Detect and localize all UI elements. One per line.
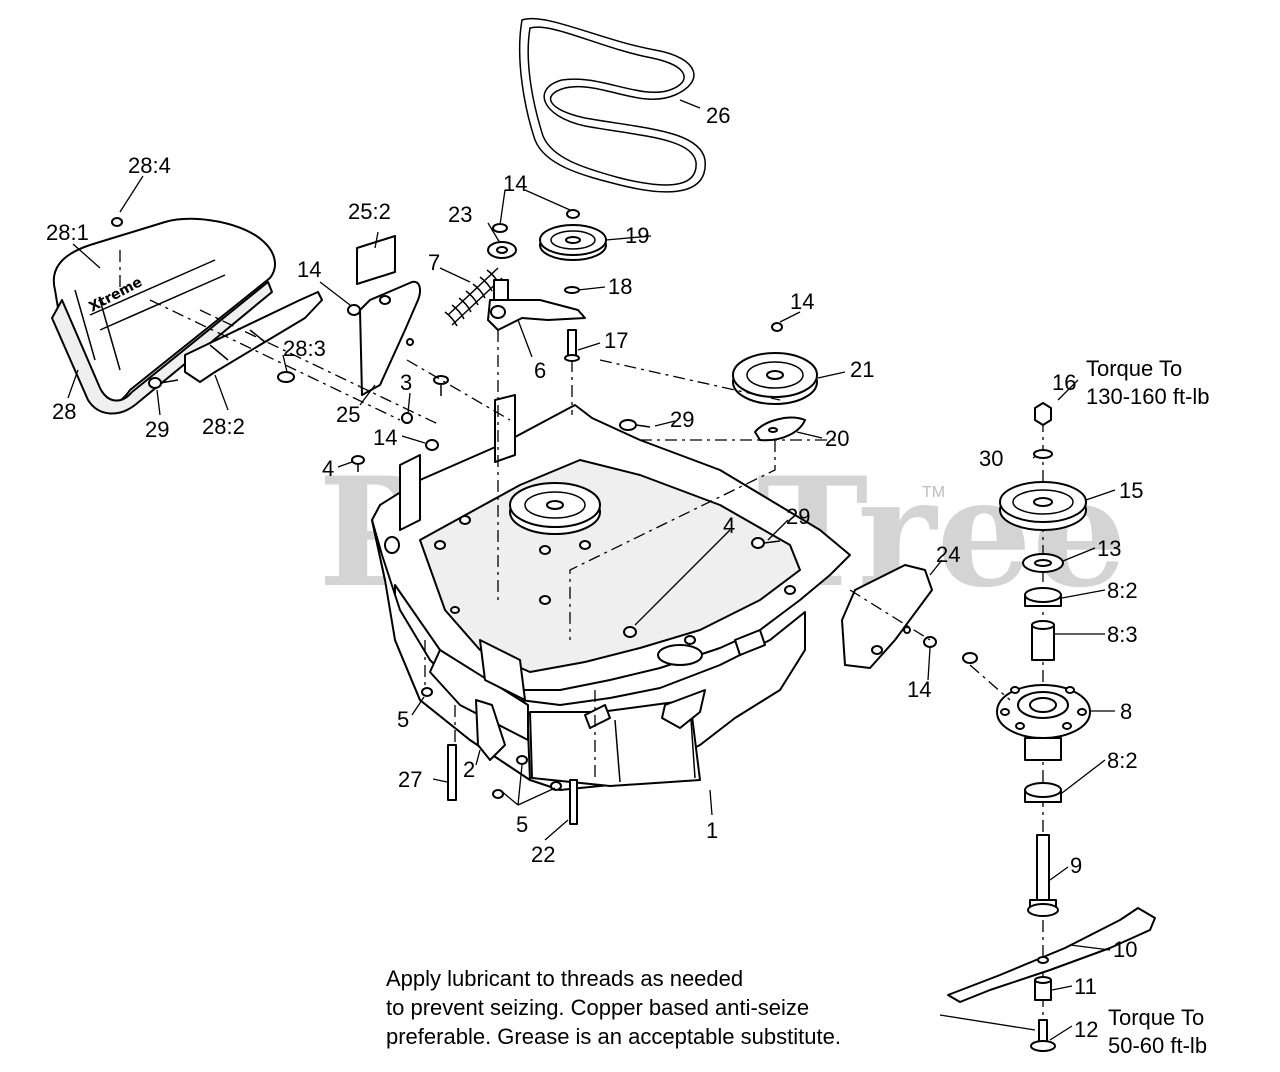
spindle-housing-part bbox=[996, 684, 1091, 761]
spindle-bearing-lower-part bbox=[1024, 782, 1062, 803]
torque-note-top: Torque To 130-160 ft-lb bbox=[1086, 356, 1210, 409]
callout-28: 28 bbox=[52, 399, 76, 424]
callout-28-1: 28:1 bbox=[46, 220, 89, 245]
callout-18: 18 bbox=[608, 274, 632, 299]
callout-9: 9 bbox=[1070, 853, 1082, 878]
baffle-bracket-part bbox=[475, 699, 506, 761]
callout-11: 11 bbox=[1074, 974, 1097, 999]
callout-4-center: 4 bbox=[723, 513, 735, 538]
callout-7: 7 bbox=[428, 250, 440, 275]
spindle-nut-part bbox=[1034, 402, 1052, 426]
svg-text:preferable. Grease is an accep: preferable. Grease is an acceptable subs… bbox=[386, 1024, 841, 1049]
callout-5-left: 5 bbox=[397, 707, 409, 732]
callout-22: 22 bbox=[531, 842, 555, 867]
callout-28-2: 28:2 bbox=[202, 414, 245, 439]
svg-text:50-60 ft-lb: 50-60 ft-lb bbox=[1108, 1033, 1207, 1058]
fasteners-part bbox=[347, 304, 978, 825]
callout-26: 26 bbox=[706, 103, 730, 128]
right-shield-part bbox=[841, 564, 933, 669]
pivot-bolt-part bbox=[564, 329, 580, 362]
decal-part bbox=[356, 235, 396, 285]
callout-13: 13 bbox=[1097, 536, 1121, 561]
watermark-tm: TM bbox=[922, 484, 945, 501]
spindle-bearing-upper-part bbox=[1024, 587, 1062, 607]
callout-8-3: 8:3 bbox=[1107, 622, 1138, 647]
blade-bolt-part bbox=[1030, 1019, 1056, 1052]
callout-14-deck: 14 bbox=[373, 425, 397, 450]
spindle-tube-part bbox=[1031, 620, 1055, 661]
callout-12: 12 bbox=[1074, 1017, 1098, 1042]
belt-part bbox=[518, 17, 706, 193]
callout-19: 19 bbox=[625, 223, 649, 248]
svg-text:130-160 ft-lb: 130-160 ft-lb bbox=[1086, 384, 1210, 409]
callout-23: 23 bbox=[448, 202, 472, 227]
callout-14-left: 14 bbox=[297, 257, 321, 282]
spindle-assembly bbox=[947, 402, 1156, 1052]
svg-text:Torque To: Torque To bbox=[1108, 1005, 1204, 1030]
callout-6: 6 bbox=[534, 358, 546, 383]
callout-1: 1 bbox=[706, 818, 718, 843]
callout-4-left: 4 bbox=[322, 456, 334, 481]
callout-28-3: 28:3 bbox=[283, 336, 326, 361]
leader-lines bbox=[67, 99, 1116, 1041]
callout-10: 10 bbox=[1113, 937, 1137, 962]
callout-8-2-lower: 8:2 bbox=[1107, 748, 1138, 773]
belt-cover-part: Xtreme bbox=[51, 217, 276, 415]
callout-27: 27 bbox=[398, 767, 422, 792]
callout-20: 20 bbox=[825, 426, 849, 451]
callout-14-pulley: 14 bbox=[790, 289, 814, 314]
spindle-shaft-part bbox=[1027, 834, 1059, 917]
deck-pulley-part bbox=[732, 322, 818, 405]
callout-21: 21 bbox=[850, 357, 874, 382]
spindle-pulley-part bbox=[999, 481, 1087, 531]
spindle-washer-part bbox=[1033, 449, 1053, 459]
cover-bracket-part bbox=[148, 291, 323, 389]
callout-24: 24 bbox=[936, 542, 960, 567]
svg-text:Apply lubricant to threads as: Apply lubricant to threads as needed bbox=[386, 966, 743, 991]
svg-text:to prevent seizing. Copper bas: to prevent seizing. Copper based anti-se… bbox=[386, 995, 809, 1020]
callout-25: 25 bbox=[336, 402, 360, 427]
callout-25-2: 25:2 bbox=[348, 199, 391, 224]
callout-14-top: 14 bbox=[503, 171, 527, 196]
assembly-lines bbox=[119, 250, 1011, 780]
idler-pulley-part bbox=[539, 209, 607, 294]
callout-29-mid: 29 bbox=[670, 407, 694, 432]
callout-3: 3 bbox=[400, 370, 412, 395]
callout-labels: 26 28:4 28:1 28 28:2 28:3 29 25:2 25 14 … bbox=[46, 103, 1143, 1042]
callout-2: 2 bbox=[463, 757, 475, 782]
callout-28-4: 28:4 bbox=[128, 153, 171, 178]
blade-hub-part bbox=[1034, 976, 1052, 1001]
callout-29-left: 29 bbox=[145, 417, 169, 442]
callout-5-bottom: 5 bbox=[516, 812, 528, 837]
callout-16: 16 bbox=[1052, 370, 1076, 395]
callout-17: 17 bbox=[604, 328, 628, 353]
lubricant-note: Apply lubricant to threads as needed to … bbox=[386, 966, 841, 1049]
deck-pulley-spacer-part bbox=[754, 416, 806, 442]
svg-text:Torque To: Torque To bbox=[1086, 356, 1182, 381]
callout-8: 8 bbox=[1120, 699, 1132, 724]
idler-pulley-small-part bbox=[487, 223, 517, 259]
callout-14-right: 14 bbox=[907, 677, 931, 702]
callout-30: 30 bbox=[979, 446, 1003, 471]
callout-29-right: 29 bbox=[786, 504, 810, 529]
torque-note-bottom: Torque To 50-60 ft-lb bbox=[1108, 1005, 1207, 1058]
callout-15: 15 bbox=[1119, 478, 1143, 503]
blade-part bbox=[947, 907, 1156, 1003]
callout-8-2-upper: 8:2 bbox=[1107, 578, 1138, 603]
idler-arm-part bbox=[487, 279, 586, 331]
left-shield-part bbox=[359, 280, 421, 396]
